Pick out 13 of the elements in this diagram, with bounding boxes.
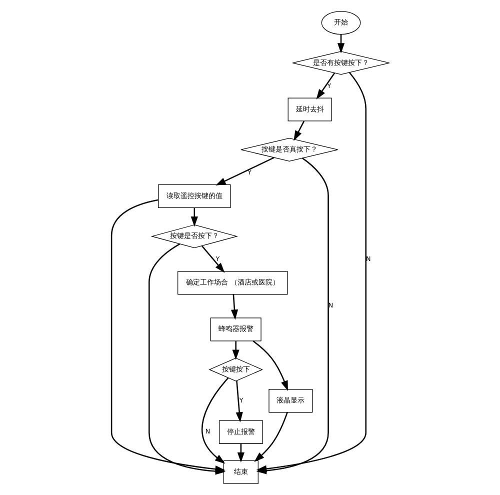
arrow [252,340,288,391]
arrow [336,34,344,54]
arrow [201,377,228,464]
arrow [293,120,304,141]
arrow [215,157,274,186]
arrow [190,208,198,227]
arrow [316,72,335,100]
arrow [230,294,238,320]
arrow [236,444,244,463]
arrow [200,246,224,273]
arrow [254,412,288,462]
arrow [235,380,242,422]
arrow [232,341,239,360]
